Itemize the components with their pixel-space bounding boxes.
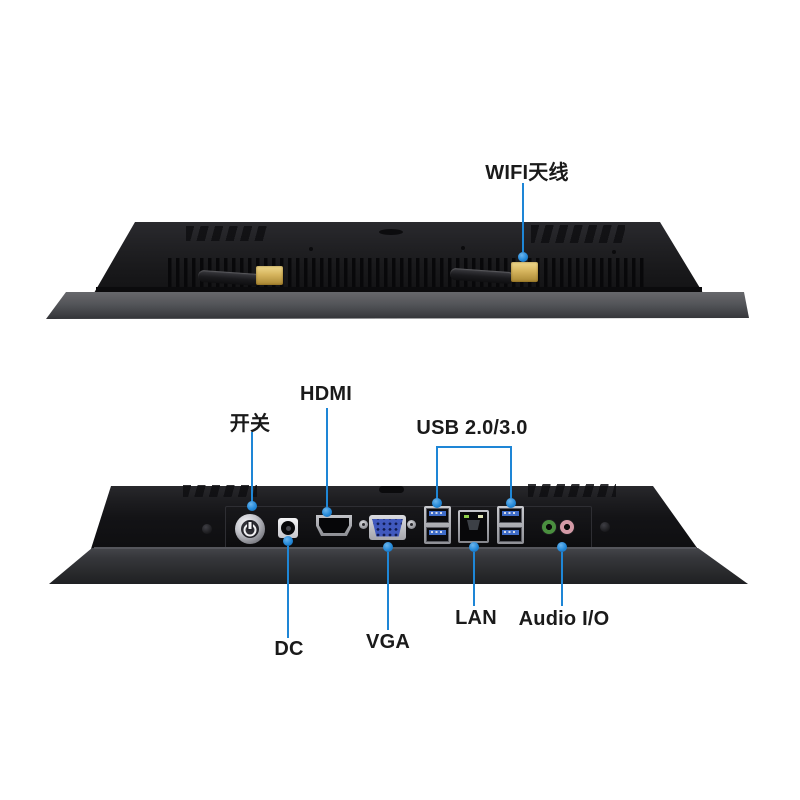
rear-vent-grille-left	[186, 226, 268, 241]
leader-dot-usb-right	[506, 498, 516, 508]
bottom-bezel-highlight	[94, 547, 696, 549]
lan-led-green	[464, 515, 469, 518]
leader-dot-audio	[557, 542, 567, 552]
callout-label-vga: VGA	[366, 631, 410, 653]
audio-line-out-jack	[541, 519, 557, 535]
callout-label-power: 开关	[229, 413, 271, 435]
rear-screw-hole	[309, 247, 313, 251]
usb-port-stack-left	[424, 506, 451, 544]
chassis-screw-right	[600, 522, 610, 532]
leader-line-audio	[561, 552, 563, 606]
leader-line-vga	[387, 552, 389, 630]
callout-label-audio: Audio I/O	[518, 608, 610, 630]
leader-line-hdmi	[326, 408, 328, 507]
wifi-antenna-connector-right	[511, 262, 538, 282]
bottom-front-bezel-edge	[49, 548, 748, 584]
lan-led-amber	[478, 515, 483, 518]
leader-dot-power	[247, 501, 257, 511]
leader-line-dc	[287, 546, 289, 638]
vga-port-connector	[372, 518, 403, 537]
leader-dot-hdmi	[322, 507, 332, 517]
leader-dot-wifi	[518, 252, 528, 262]
wifi-antenna-connector-left	[256, 266, 283, 285]
power-button	[235, 514, 265, 544]
callout-label-wifi: WIFI天线	[485, 162, 569, 184]
callout-label-dc: DC	[274, 638, 304, 660]
hdmi-port-opening	[319, 518, 349, 533]
leader-line-usb-right	[510, 446, 512, 498]
bottom-vent-grille-left	[183, 485, 257, 497]
rear-vent-grille-right	[531, 225, 625, 243]
rear-panel-shadow	[96, 287, 702, 293]
usb-port	[499, 508, 522, 523]
vga-screw-left	[359, 520, 368, 529]
leader-dot-lan	[469, 542, 479, 552]
bottom-vent-grille-right	[528, 484, 616, 497]
audio-mic-jack	[559, 519, 575, 535]
rear-screw-hole	[612, 250, 616, 254]
dc-jack-pin	[285, 525, 291, 531]
dc-jack	[278, 518, 298, 538]
leader-line-usb-left	[436, 446, 438, 499]
callout-label-lan: LAN	[455, 607, 497, 629]
rear-screw-hole	[461, 246, 465, 250]
leader-dot-dc	[283, 536, 293, 546]
hdmi-port	[316, 515, 352, 536]
lan-port-opening	[460, 512, 487, 541]
usb-port	[426, 508, 449, 523]
usb-port-stack-right	[497, 506, 524, 544]
usb-port	[499, 527, 522, 542]
rear-handle-slot	[379, 229, 403, 235]
callout-label-usb: USB 2.0/3.0	[416, 417, 528, 439]
power-icon-bar	[248, 522, 252, 529]
vga-screw-right	[407, 520, 416, 529]
lan-port	[458, 510, 489, 543]
power-button-face	[241, 520, 259, 538]
rear-front-bezel-edge	[46, 292, 749, 319]
callout-label-hdmi: HDMI	[300, 383, 352, 405]
vga-port	[369, 515, 406, 540]
leader-dot-vga	[383, 542, 393, 552]
leader-line-wifi	[522, 183, 524, 252]
leader-line-lan	[473, 552, 475, 606]
usb-port	[426, 527, 449, 542]
dc-jack-hole	[281, 521, 295, 535]
chassis-screw-left	[202, 524, 212, 534]
leader-line-power	[251, 432, 253, 502]
lan-connector-body	[467, 520, 480, 530]
leader-dot-usb-left	[432, 498, 442, 508]
leader-bracket-usb	[436, 446, 512, 448]
bottom-handle-slot	[379, 486, 404, 493]
